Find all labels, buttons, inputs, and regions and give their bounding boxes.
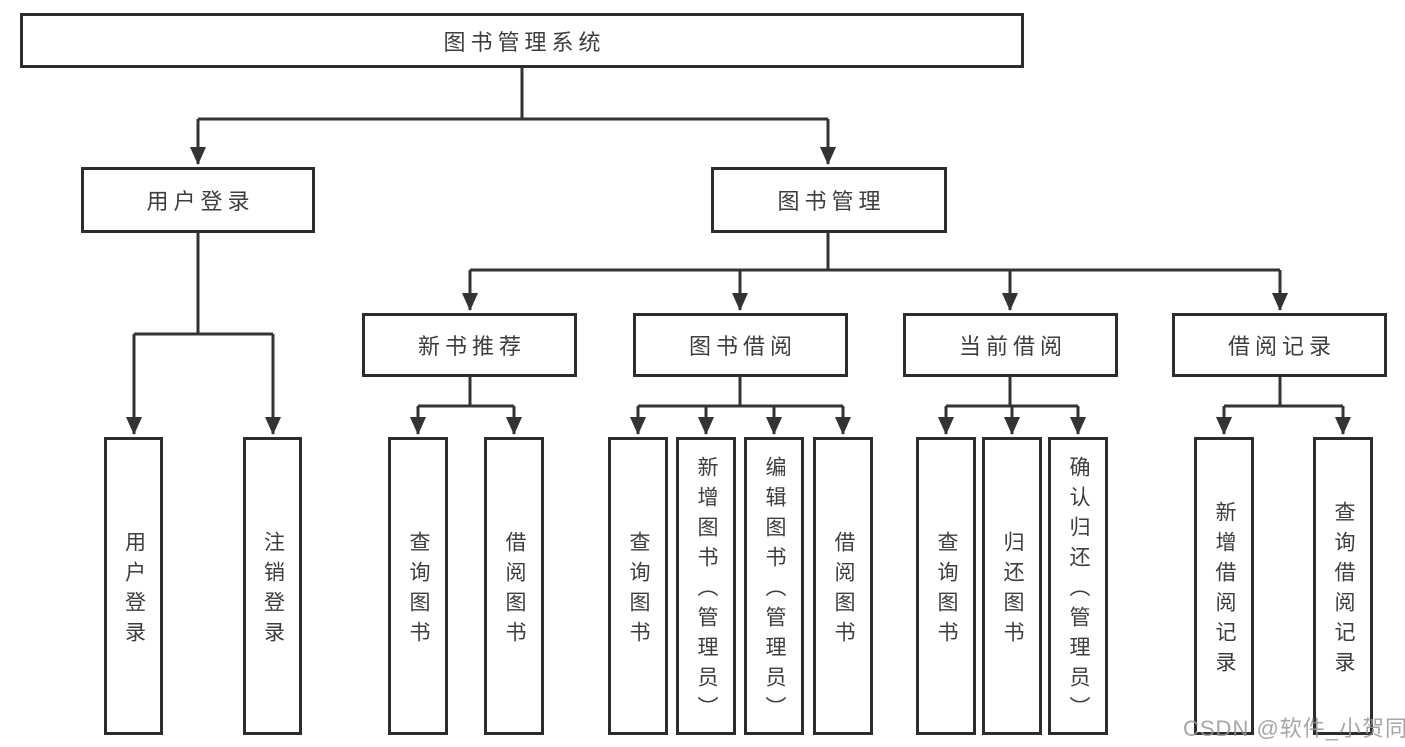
node-add-borrow-record: 新增借阅记录 — [1194, 437, 1254, 735]
node-query-borrow-record: 查询借阅记录 — [1313, 437, 1373, 735]
node-book-borrowing: 图书借阅 — [633, 313, 848, 377]
node-borrowing-borrow-books: 借阅图书 — [813, 437, 873, 735]
node-library-system: 图书管理系统 — [20, 13, 1024, 68]
node-borrow-records: 借阅记录 — [1172, 313, 1387, 377]
node-confirm-return-admin: 确认归还（管理员） — [1048, 437, 1108, 735]
node-user-login: 用户登录 — [104, 437, 163, 735]
node-new-book-recommend: 新书推荐 — [362, 313, 577, 377]
csdn-watermark: CSDN @软件_小贺同学 — [1183, 716, 1405, 741]
node-current-query-books: 查询图书 — [916, 437, 976, 735]
node-edit-books-admin: 编辑图书（管理员） — [744, 437, 804, 735]
node-return-books: 归还图书 — [982, 437, 1042, 735]
node-add-books-admin: 新增图书（管理员） — [676, 437, 736, 735]
node-book-management: 图书管理 — [711, 167, 947, 233]
node-current-borrowing: 当前借阅 — [903, 313, 1118, 377]
node-borrowing-query-books: 查询图书 — [608, 437, 668, 735]
node-newbook-query-books: 查询图书 — [388, 437, 448, 735]
node-user-login-group: 用户登录 — [81, 167, 315, 233]
node-newbook-borrow-books: 借阅图书 — [484, 437, 544, 735]
node-logout: 注销登录 — [243, 437, 302, 735]
